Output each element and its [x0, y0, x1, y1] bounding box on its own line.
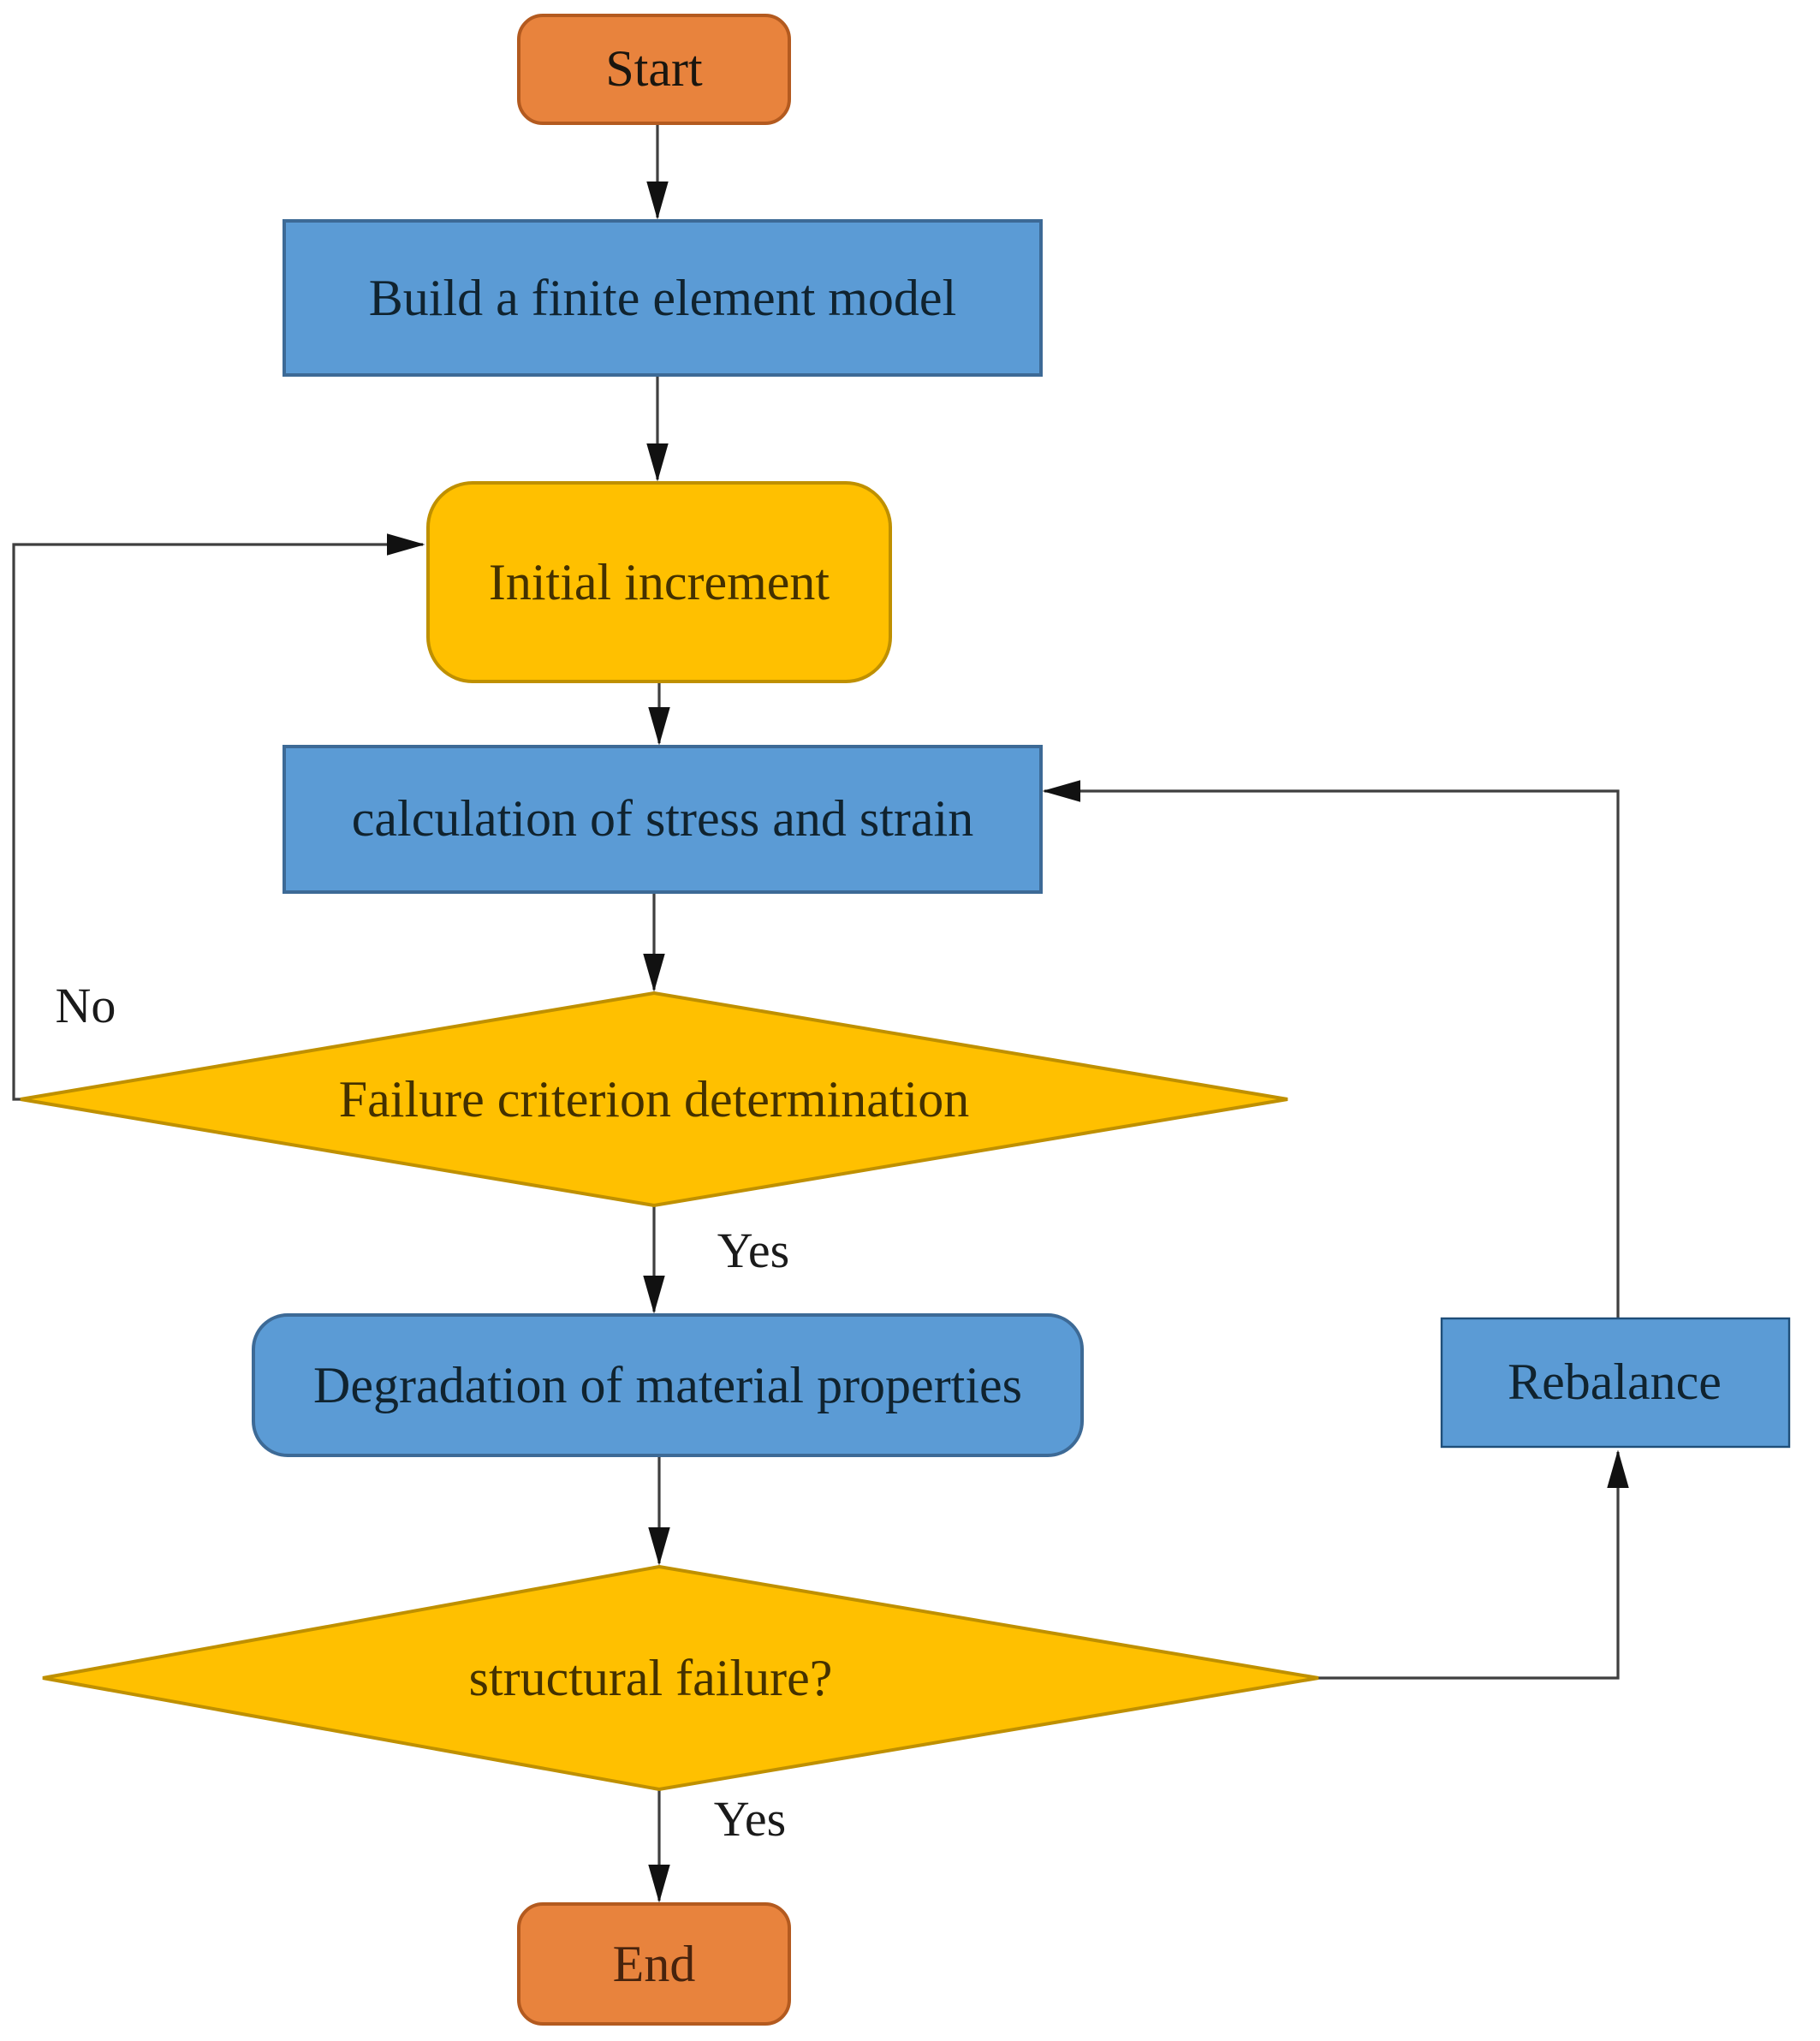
rebalance-label: Rebalance	[1508, 1354, 1722, 1410]
connectors	[12, 123, 1629, 1903]
rebalance-shape	[1440, 1317, 1791, 1449]
initial-increment-node: Initial increment	[426, 481, 892, 683]
structural-failure-label: structural failure?	[469, 1650, 833, 1706]
calc-stress-strain-label: calculation of stress and strain	[352, 790, 973, 847]
degradation-node: Degradation of material properties	[252, 1313, 1084, 1457]
end-shape	[517, 1902, 791, 2026]
start-label: Start	[605, 40, 703, 97]
build-model-label: Build a finite element model	[369, 270, 956, 326]
start-shape	[517, 14, 791, 125]
calc-stress-strain-node: calculation of stress and strain	[283, 745, 1043, 894]
yes-label-criterion: Yes	[717, 1223, 789, 1278]
no-label: No	[56, 978, 116, 1033]
edge-criterion-no-loop	[12, 533, 425, 1101]
edge-rebalance-to-calc	[1042, 780, 1620, 1318]
degradation-shape	[252, 1313, 1084, 1457]
failure-criterion-label: Failure criterion determination	[339, 1071, 969, 1128]
initial-increment-shape	[426, 481, 892, 683]
degradation-label: Degradation of material properties	[313, 1357, 1022, 1413]
initial-increment-label: Initial increment	[489, 554, 830, 610]
build-model-shape	[283, 219, 1043, 377]
edge-labels: No Yes Yes	[56, 978, 790, 1847]
calc-stress-strain-shape	[283, 745, 1043, 894]
start-node: Start	[517, 14, 791, 125]
rebalance-node: Rebalance	[1440, 1317, 1791, 1449]
yes-label-failure: Yes	[714, 1791, 786, 1847]
structural-failure-node: structural failure?	[42, 1564, 1319, 1792]
structural-failure-shape	[42, 1564, 1319, 1792]
end-node: End	[517, 1902, 791, 2026]
build-model-node: Build a finite element model	[283, 219, 1043, 377]
end-label: End	[613, 1936, 696, 1992]
failure-criterion-node: Failure criterion determination	[20, 991, 1288, 1208]
failure-criterion-shape	[20, 991, 1288, 1208]
edge-failure-to-rebalance	[1318, 1449, 1629, 1680]
